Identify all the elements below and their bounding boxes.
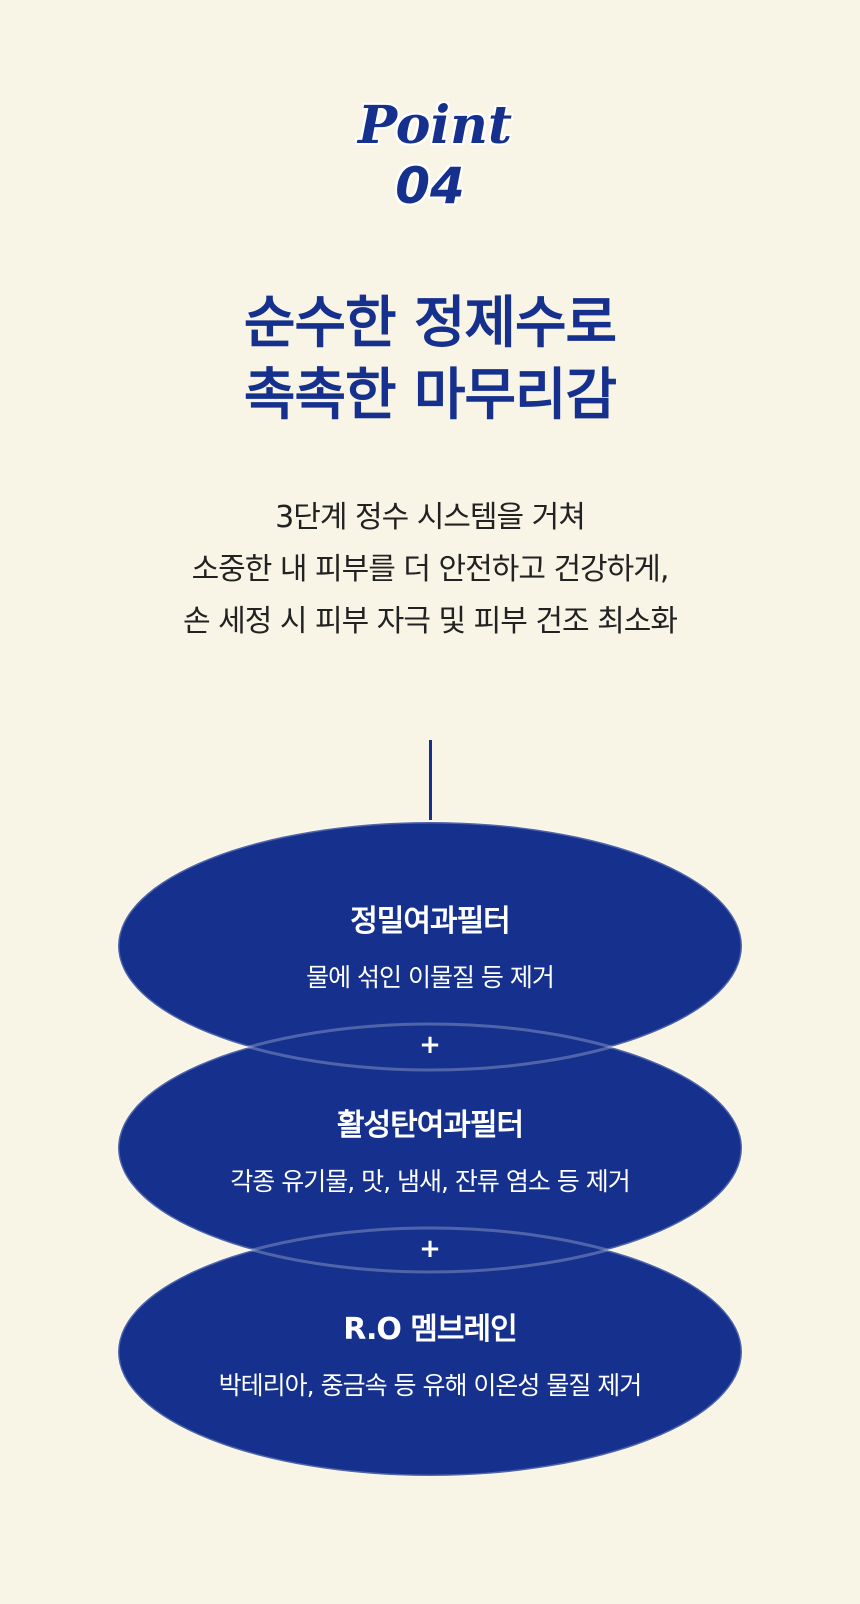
stage-outline-1 bbox=[116, 820, 744, 1072]
headline: 순수한 정제수로 촉촉한 마무리감 bbox=[0, 288, 860, 432]
stage-2-desc: 각종 유기물, 맛, 냄새, 잔류 염소 등 제거 bbox=[230, 1167, 630, 1196]
stage-1-desc: 물에 섞인 이물질 등 제거 bbox=[306, 963, 555, 992]
stage-3-desc: 박테리아, 중금속 등 유해 이온성 물질 제거 bbox=[218, 1371, 643, 1400]
description-line-2: 소중한 내 피부를 더 안전하고 건강하게, bbox=[191, 552, 670, 587]
plus-icon: + bbox=[419, 1030, 441, 1060]
stage-1-title: 정밀여과필터 bbox=[350, 904, 511, 939]
stage-outline-3 bbox=[116, 1226, 744, 1478]
connector-line bbox=[429, 740, 432, 820]
stage-ellipse-3 bbox=[118, 1228, 742, 1476]
headline-line-1: 순수한 정제수로 bbox=[243, 291, 617, 356]
stage-outline-2 bbox=[116, 1022, 744, 1274]
stage-ellipse-2 bbox=[118, 1024, 742, 1272]
logo-number: 04 bbox=[395, 157, 465, 215]
description: 3단계 정수 시스템을 거쳐 소중한 내 피부를 더 안전하고 건강하게, 손 … bbox=[0, 492, 860, 648]
point-04-logo: Point 04 bbox=[340, 95, 520, 225]
stage-3-title: R.O 멤브레인 bbox=[343, 1312, 517, 1347]
logo-point-text: Point bbox=[358, 95, 512, 156]
description-line-1: 3단계 정수 시스템을 거쳐 bbox=[275, 500, 586, 535]
stage-2-title: 활성탄여과필터 bbox=[336, 1108, 524, 1143]
description-line-3: 손 세정 시 피부 자극 및 피부 건조 최소화 bbox=[183, 604, 678, 639]
plus-icon: + bbox=[419, 1234, 441, 1264]
headline-line-2: 촉촉한 마무리감 bbox=[243, 363, 617, 428]
stage-ellipse-1 bbox=[118, 822, 742, 1070]
